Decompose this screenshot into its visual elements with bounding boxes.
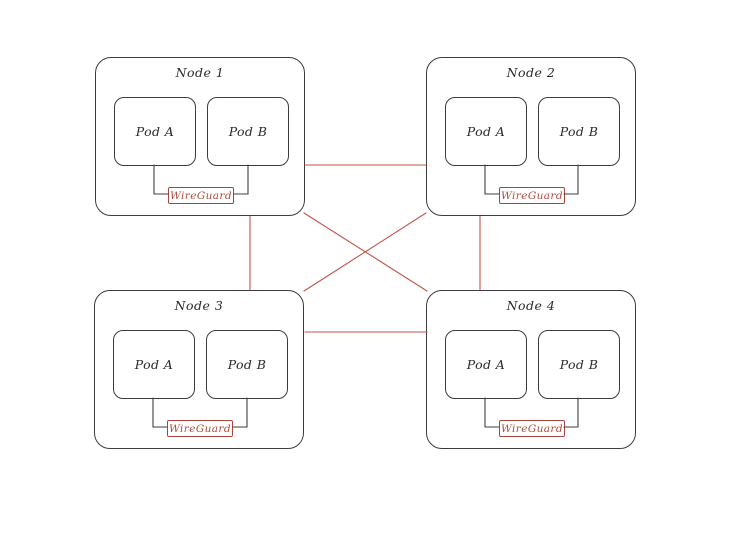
pod-label: Pod A bbox=[466, 357, 506, 372]
node-4-pod-b: Pod B bbox=[538, 330, 620, 399]
node-4-pod-a: Pod A bbox=[445, 330, 527, 399]
node-1-pod-a: Pod A bbox=[114, 97, 196, 166]
pod-label: Pod A bbox=[135, 124, 175, 139]
mesh-link-node1-node4 bbox=[303, 212, 428, 292]
node-1-title: Node 1 bbox=[175, 65, 225, 80]
node-1: Node 1 Pod A Pod B WireGuard bbox=[95, 57, 305, 216]
node-2: Node 2 Pod A Pod B WireGuard bbox=[426, 57, 636, 216]
node-4: Node 4 Pod A Pod B WireGuard bbox=[426, 290, 636, 449]
node-4-title: Node 4 bbox=[506, 298, 556, 313]
pod-label: Pod B bbox=[228, 124, 268, 139]
node-2-wireguard-box: WireGuard bbox=[499, 187, 565, 204]
node-3-pod-a: Pod A bbox=[113, 330, 195, 399]
node-2-pod-b: Pod B bbox=[538, 97, 620, 166]
pod-label: Pod B bbox=[227, 357, 267, 372]
node-4-wireguard-box: WireGuard bbox=[499, 420, 565, 437]
pod-label: Pod B bbox=[559, 357, 599, 372]
pod-label: Pod B bbox=[559, 124, 599, 139]
pod-label: Pod A bbox=[466, 124, 506, 139]
node-2-title: Node 2 bbox=[506, 65, 556, 80]
node-1-wireguard-box: WireGuard bbox=[168, 187, 234, 204]
node-2-pod-a: Pod A bbox=[445, 97, 527, 166]
node-1-pod-b: Pod B bbox=[207, 97, 289, 166]
mesh-link-node2-node3 bbox=[303, 212, 427, 292]
pod-label: Pod A bbox=[134, 357, 174, 372]
node-3-pod-b: Pod B bbox=[206, 330, 288, 399]
node-3-title: Node 3 bbox=[174, 298, 224, 313]
node-3: Node 3 Pod A Pod B WireGuard bbox=[94, 290, 304, 449]
node-3-wireguard-box: WireGuard bbox=[167, 420, 233, 437]
